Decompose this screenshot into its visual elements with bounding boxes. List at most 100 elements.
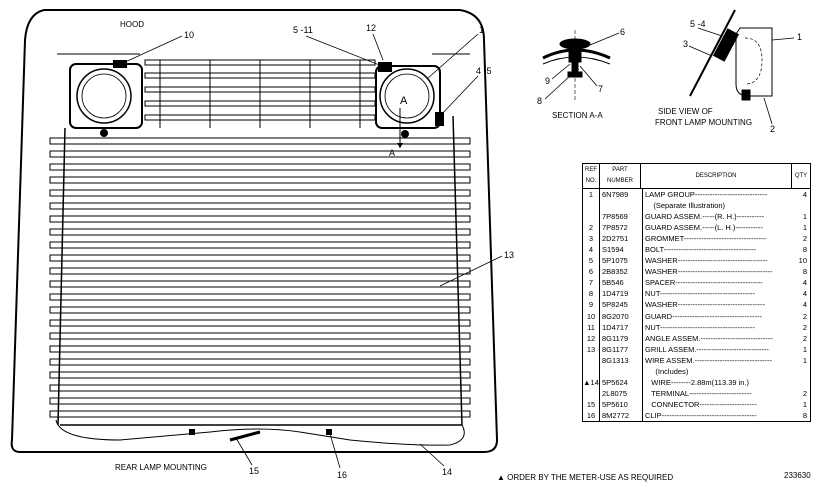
callout-15: 15 <box>249 466 259 476</box>
cell-desc: (Separate Illustration) <box>645 201 726 211</box>
cell-part: 8G2070 <box>600 310 643 322</box>
col-ref-header: REF NO. <box>583 164 600 188</box>
grill-bar <box>49 332 471 340</box>
cell-ref: 5 <box>583 255 600 267</box>
grill-bar <box>49 345 471 353</box>
cell-ref: 9 <box>583 299 600 311</box>
cell-qty: 2 <box>802 311 807 321</box>
cell-ref: 12 <box>583 332 600 344</box>
callout-16: 16 <box>337 470 347 480</box>
grill-bar <box>49 397 471 405</box>
cell-part: 8M2772 <box>600 409 643 421</box>
cell-part: 8G1313 <box>600 354 643 366</box>
cell-qty: 1 <box>802 344 807 354</box>
cell-desc: WASHER----------------------------------… <box>645 256 768 266</box>
grill-left-rail <box>57 127 66 426</box>
cell-part: 2B8352 <box>600 266 643 278</box>
callout-12: 12 <box>366 23 376 33</box>
cell-desc: CLIP------------------------------------… <box>645 410 757 420</box>
cell-ref: 7 <box>583 277 600 289</box>
cell-qty: 1 <box>802 212 807 222</box>
cell-part: 1D4719 <box>600 288 643 300</box>
cell-desc: ANGLE ASSEM.----------------------------… <box>645 333 773 343</box>
grill-assembly <box>49 137 471 418</box>
cell-ref: 16 <box>583 409 600 421</box>
order-note: ▲ ORDER BY THE METER-USE AS REQUIRED <box>497 473 674 482</box>
side-view-label: SIDE VIEW OF <box>658 107 713 116</box>
cell-ref <box>583 200 600 212</box>
grill-bar <box>49 163 471 171</box>
grill-bar <box>49 306 471 314</box>
cell-part: 5P5610 <box>600 398 643 410</box>
cell-qty: 8 <box>802 245 807 255</box>
cell-desc: GRILL ASSEM.----------------------------… <box>645 344 769 354</box>
cell-ref <box>583 354 600 366</box>
cell-desc: GROMMET--------------------------------- <box>645 234 767 244</box>
section-mark-a-lower: A <box>389 148 395 158</box>
cell-qty <box>789 200 810 211</box>
col-qty-header: QTY <box>794 172 808 179</box>
callout-5-4: 5 -4 <box>690 19 706 29</box>
cell-desc: WIRE--------2.88m(113.39 in.) <box>645 377 750 387</box>
side-view-lamp-mounting <box>688 9 795 125</box>
grill-bar <box>49 150 471 158</box>
grill-bar <box>49 241 471 249</box>
callout-7: 7 <box>598 84 603 94</box>
grill-bar <box>49 319 471 327</box>
grill-bar <box>49 384 471 392</box>
cell-part <box>600 200 643 212</box>
cell-qty: 4 <box>802 190 807 199</box>
callout-14: 14 <box>442 467 452 477</box>
cell-ref <box>583 387 600 399</box>
cell-ref <box>583 211 600 223</box>
cell-ref: 2 <box>583 222 600 234</box>
cell-part: 1D4717 <box>600 321 643 333</box>
table-row: (Includes) <box>583 365 810 377</box>
cell-desc: CONNECTOR----------------------- <box>645 399 757 409</box>
grill-bar <box>49 189 471 197</box>
cell-qty <box>789 366 810 377</box>
cell-part: 5P5624 <box>600 376 643 388</box>
cell-desc: BOLT------------------------------------… <box>645 245 757 255</box>
cell-qty: 4 <box>802 289 807 299</box>
cell-qty: 2 <box>802 234 807 244</box>
callout-13: 13 <box>504 250 514 260</box>
cell-part: 8G1177 <box>600 343 643 355</box>
cell-qty: 4 <box>802 278 807 288</box>
cell-desc: LAMP GROUP----------------------------- <box>645 190 768 199</box>
grill-bar <box>49 254 471 262</box>
col-desc-header: DESCRIPTION <box>641 164 792 188</box>
cell-desc: (Includes) <box>645 366 689 376</box>
cell-part: 7P8569 <box>600 211 643 223</box>
cell-ref: 15 <box>583 398 600 410</box>
cell-desc: WIRE ASSEM.-----------------------------… <box>645 355 773 365</box>
cell-part: 6N7989 <box>600 189 643 201</box>
callout-10: 10 <box>184 30 194 40</box>
cell-qty: 10 <box>798 256 807 266</box>
wire-harness <box>55 419 465 446</box>
grill-bar <box>49 215 471 223</box>
callout-4-5: 4 -5 <box>476 66 492 76</box>
grill-bar <box>49 267 471 275</box>
cell-qty: 2 <box>802 333 807 343</box>
cell-part: 8G1179 <box>600 332 643 344</box>
cell-qty: 2 <box>802 322 807 332</box>
cell-qty: 1 <box>802 223 807 233</box>
callout-9: 9 <box>545 76 550 86</box>
grill-bar <box>49 293 471 301</box>
drawing-number: 233630 <box>784 471 811 480</box>
cell-desc: GUARD-----------------------------------… <box>645 311 762 321</box>
cell-ref <box>583 365 600 377</box>
cell-part: S1594 <box>600 244 643 256</box>
cell-part: 2D2751 <box>600 233 643 245</box>
